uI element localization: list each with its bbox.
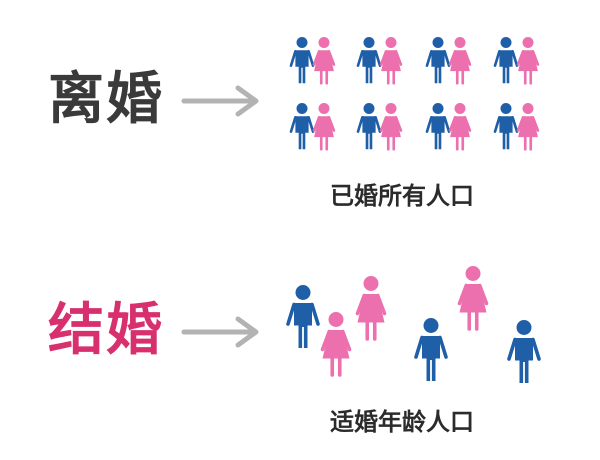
couple-icon bbox=[425, 37, 472, 85]
female-person-icon bbox=[355, 276, 387, 341]
female-person-icon bbox=[312, 103, 336, 151]
couple-icon bbox=[493, 103, 540, 151]
female-person-icon bbox=[457, 266, 489, 331]
male-person-icon bbox=[493, 37, 519, 84]
arrow-right-icon bbox=[181, 316, 259, 348]
male-person-icon bbox=[425, 103, 451, 150]
male-person-icon bbox=[356, 103, 382, 150]
male-person-icon bbox=[356, 37, 382, 84]
female-person-icon bbox=[448, 103, 472, 151]
divorce-caption: 已婚所有人口 bbox=[330, 182, 474, 210]
male-person-icon bbox=[286, 285, 320, 348]
male-person-icon bbox=[425, 37, 451, 84]
marriage-label: 结婚 bbox=[48, 298, 164, 363]
couple-icon bbox=[356, 103, 403, 151]
female-person-icon bbox=[516, 37, 540, 85]
female-person-icon bbox=[379, 103, 403, 151]
male-person-icon bbox=[493, 103, 519, 150]
female-person-icon bbox=[448, 37, 472, 85]
couple-icon bbox=[289, 37, 336, 85]
female-person-icon bbox=[320, 312, 352, 377]
couple-icon bbox=[356, 37, 403, 85]
couple-icon bbox=[289, 103, 336, 151]
male-person-icon bbox=[289, 103, 315, 150]
male-person-icon bbox=[289, 37, 315, 84]
couple-icon bbox=[425, 103, 472, 151]
arrow-right-icon bbox=[181, 85, 259, 117]
couple-icon bbox=[493, 37, 540, 85]
female-person-icon bbox=[516, 103, 540, 151]
divorce-label: 离婚 bbox=[48, 67, 164, 132]
female-person-icon bbox=[379, 37, 403, 85]
male-person-icon bbox=[507, 320, 541, 383]
female-person-icon bbox=[312, 37, 336, 85]
marriage-caption: 适婚年龄人口 bbox=[330, 408, 474, 436]
male-person-icon bbox=[414, 318, 448, 381]
